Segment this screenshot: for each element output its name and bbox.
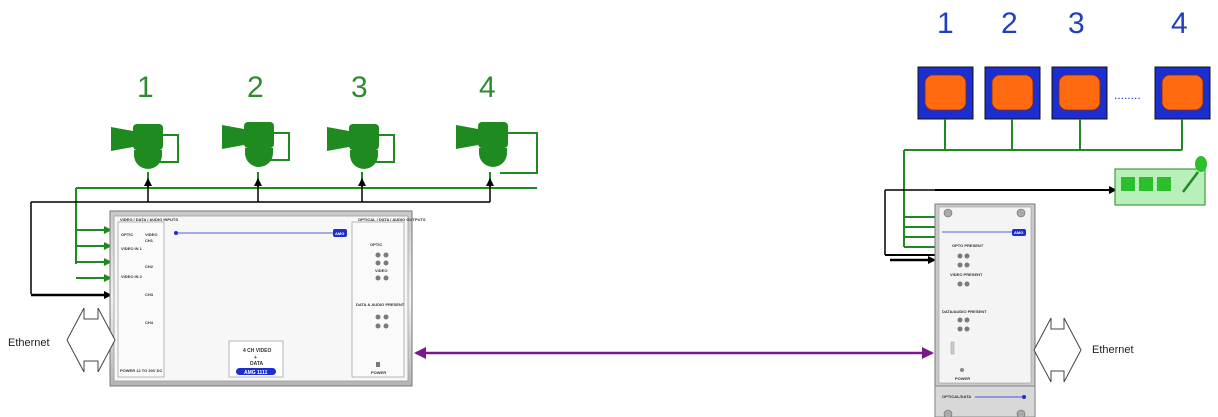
encoder-video-row-3: CH3 [145,292,154,297]
encoder-model-badge [236,368,276,375]
encoder-power-led [376,362,380,367]
encoder-right-data: DATA & AUDIO PRESENT [356,302,405,307]
screw-icon [943,208,953,218]
screw-icon [943,409,953,417]
joystick-icon [1195,156,1207,172]
encoder-badge [333,229,347,237]
encoder-model-text: AMG 1111 [244,370,268,376]
monitor-icon-2 [984,66,1041,120]
ethernet-arrow-right-icon [1033,317,1082,383]
receiver-data-present: DATA/AUDIO PRESENT [942,309,987,314]
encoder-header-right: OPTICAL / DATA / AUDIO OUTPUTS [358,217,426,222]
receiver-control-lines [884,186,1117,264]
encoder-center-line-3: DATA [250,361,264,367]
encoder-input-panel [117,221,165,378]
encoder-right-video: VIDEO [375,268,387,273]
encoder-video-inputs [76,226,112,282]
monitor-icon-1 [917,66,974,120]
camera-icon-4 [456,122,538,174]
encoder-right-optic: OPTIC [370,242,382,247]
receiver-power-label: POWER [955,376,970,381]
receiver-module-label: OPTICAL/DATA [942,394,971,399]
monitor-label-4: 4 [1171,7,1188,40]
monitor-ellipsis: ........ [1114,88,1141,102]
encoder-video-row-4: CH4 [145,320,154,325]
camera-control-bus [30,178,494,294]
ethernet-label-right: Ethernet [1092,344,1134,356]
receiver-led-group-1 [957,253,970,268]
receiver-badge-text: AMG [1014,230,1023,235]
encoder-led-group-2 [375,275,389,281]
monitor-icon-3 [1051,66,1108,120]
screw-icon [1016,208,1026,218]
encoder-power-label: POWER [371,370,386,375]
encoder-opto-row-2: VIDEO IN 2 [121,274,143,279]
receiver-opto-present: OPTO PRESENT [952,243,984,248]
receiver-led-group-3 [957,317,970,332]
encoder-col-optic: OPTIC [121,232,133,237]
ethernet-arrow-left-icon [66,307,116,373]
monitor-label-1: 1 [937,7,954,40]
camera-label-2: 2 [247,71,264,104]
receiver-video-present: VIDEO PRESENT [950,272,983,277]
encoder-rack: AMG VIDEO / DATA / AUDIO INPUTS OPTICAL … [109,210,426,387]
encoder-center-line-2: + [254,355,257,361]
encoder-power-spec: POWER 12 TO 30V DC [120,368,162,373]
ethernet-label-left: Ethernet [8,337,50,349]
encoder-col-video: VIDEO [145,232,157,237]
encoder-output-panel [351,221,405,378]
screw-icon [1016,409,1026,417]
receiver-led-group-2 [957,281,970,287]
encoder-video-row-2: CH2 [145,264,154,269]
receiver-module: AMG OPTO PRESENT VIDEO PRESENT DATA/AUDI… [934,203,1036,417]
camera-icon-3 [327,124,395,169]
monitor-label-2: 2 [1001,7,1018,40]
encoder-video-row-1: CH1 [145,238,154,243]
status-led-icon [174,231,178,235]
encoder-opto-row-1: VIDEO IN 1 [121,246,143,251]
monitor-video-bus [903,119,1183,248]
camera-label-1: 1 [137,71,154,104]
encoder-badge-text: AMG [335,231,344,236]
camera-label-3: 3 [351,71,368,104]
encoder-led-group-1 [375,252,389,266]
receiver-power-led [960,368,964,372]
encoder-led-group-3 [375,314,389,329]
monitor-label-3: 3 [1068,7,1085,40]
encoder-center-line-1: 4 CH VIDEO [243,348,271,354]
monitor-icon-4 [1154,66,1211,120]
camera-icon-2 [222,122,290,167]
camera-icon-1 [111,124,179,169]
camera-label-4: 4 [479,71,496,104]
encoder-header-left: VIDEO / DATA / AUDIO INPUTS [120,217,178,222]
receiver-badge [1012,229,1026,236]
keyboard-controller-icon [1114,156,1207,206]
